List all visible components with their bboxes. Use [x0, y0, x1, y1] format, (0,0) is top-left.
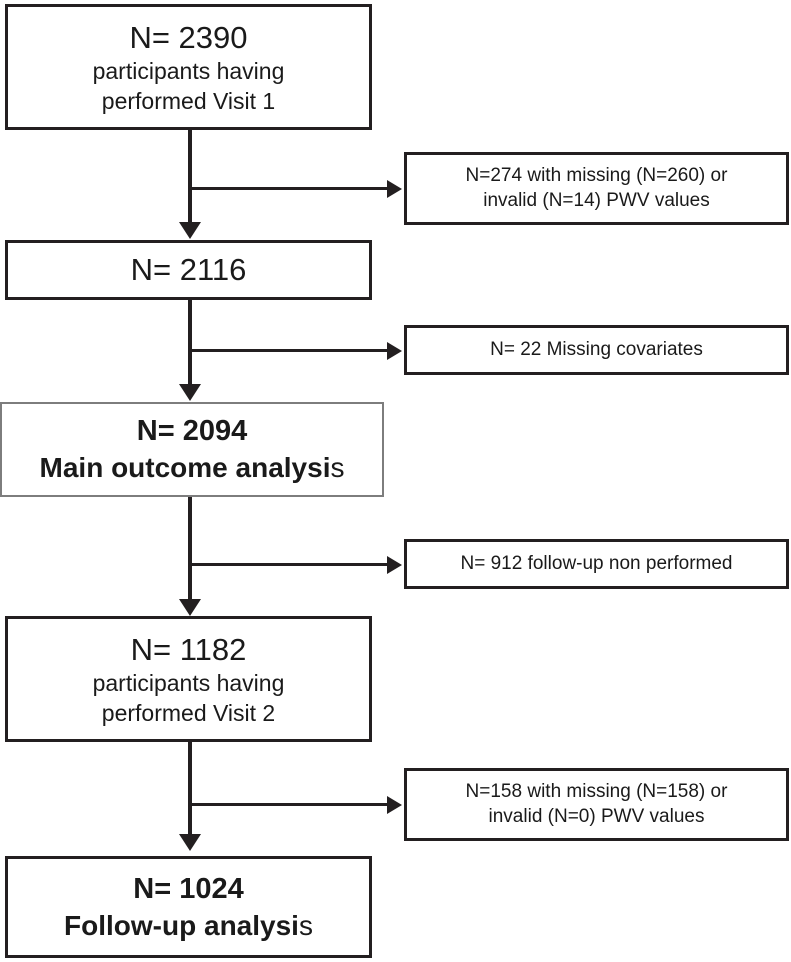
flow-node-after-pwv-exclusion: N= 2116: [5, 240, 372, 300]
connector-stem-4: [188, 742, 192, 842]
exclusion-node-pwv-visit1-line2: invalid (N=14) PWV values: [483, 189, 710, 211]
flow-node-visit1-line2: performed Visit 1: [101, 87, 276, 114]
connector-branch-arrowhead-4: [387, 796, 402, 814]
flow-node-main-outcome-label-suffix: s: [330, 452, 345, 484]
connector-branch-3: [190, 563, 387, 566]
connector-arrowhead-2: [179, 384, 201, 401]
exclusion-node-no-followup: N= 912 follow-up non performed: [404, 539, 789, 589]
exclusion-node-pwv-visit1-line1: N=274 with missing (N=260) or: [465, 165, 728, 187]
flow-node-visit1-count: N= 2390: [129, 19, 248, 55]
exclusion-node-pwv-visit2-line2: invalid (N=0) PWV values: [488, 805, 705, 827]
flow-node-follow-up-analysis-count: N= 1024: [133, 872, 244, 905]
exclusion-node-covariates-line1: N= 22 Missing covariates: [490, 338, 703, 360]
connector-branch-1: [190, 187, 387, 190]
flow-node-follow-up-analysis-label-suffix: s: [298, 909, 313, 941]
flow-node-visit2-line2: performed Visit 2: [101, 699, 276, 726]
flow-node-main-outcome-count: N= 2094: [136, 415, 248, 448]
flow-node-follow-up-analysis: N= 1024 Follow-up analysis: [5, 856, 372, 958]
flow-node-main-outcome-label-bold: Main outcome analysi: [39, 452, 331, 484]
connector-branch-4: [190, 803, 387, 806]
flow-node-follow-up-analysis-label-bold: Follow-up analysi: [64, 909, 299, 941]
flow-node-main-outcome-label: Main outcome analysis: [40, 450, 345, 486]
connector-branch-2: [190, 349, 387, 352]
flow-node-visit1: N= 2390 participants having performed Vi…: [5, 4, 372, 130]
flow-node-visit2-count: N= 1182: [130, 631, 247, 667]
connector-branch-arrowhead-3: [387, 556, 402, 574]
flow-node-main-outcome: N= 2094 Main outcome analysis: [0, 402, 384, 497]
exclusion-node-pwv-visit1: N=274 with missing (N=260) or invalid (N…: [404, 152, 789, 225]
exclusion-node-pwv-visit2: N=158 with missing (N=158) or invalid (N…: [404, 768, 789, 841]
exclusion-node-no-followup-line1: N= 912 follow-up non performed: [460, 552, 733, 574]
connector-branch-arrowhead-2: [387, 342, 402, 360]
connector-stem-3: [188, 497, 192, 607]
flow-node-after-pwv-exclusion-count: N= 2116: [130, 252, 247, 288]
connector-arrowhead-3: [179, 599, 201, 616]
connector-stem-1: [188, 130, 192, 230]
connector-stem-2: [188, 300, 192, 392]
flow-node-visit2: N= 1182 participants having performed Vi…: [5, 616, 372, 742]
flow-node-visit1-line1: participants having: [92, 58, 285, 85]
connector-arrowhead-4: [179, 834, 201, 851]
exclusion-node-pwv-visit2-line1: N=158 with missing (N=158) or: [465, 781, 728, 803]
connector-branch-arrowhead-1: [387, 180, 402, 198]
exclusion-node-covariates: N= 22 Missing covariates: [404, 325, 789, 375]
flow-node-visit2-line1: participants having: [92, 670, 285, 697]
connector-arrowhead-1: [179, 222, 201, 239]
flow-node-follow-up-analysis-label: Follow-up analysis: [64, 908, 313, 944]
